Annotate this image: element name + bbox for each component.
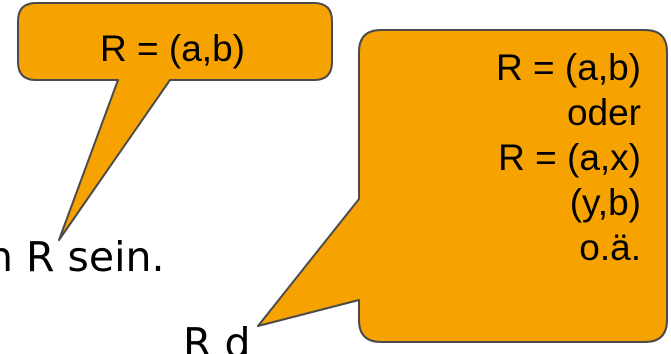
speech-bubble-left — [17, 2, 333, 241]
bubble-right-line-1: R = (a,b) — [496, 47, 641, 88]
bubble-right-line-2: oder — [566, 92, 641, 133]
bubble-right-text: R = (a,b) oder R = (a,x) (y,b) o.ä. — [496, 48, 641, 267]
body-text-line-1: n R sein. — [0, 233, 165, 281]
bubble-right-line-4: (y,b) — [569, 182, 641, 223]
speech-bubble-right — [257, 29, 668, 343]
bubble-right-line-5: o.ä. — [579, 227, 641, 268]
bubble-right-line-3: R = (a,x) — [498, 137, 641, 178]
bubble-left-text: R = (a,b) — [100, 28, 245, 69]
body-text-line-2: R d — [183, 319, 251, 354]
